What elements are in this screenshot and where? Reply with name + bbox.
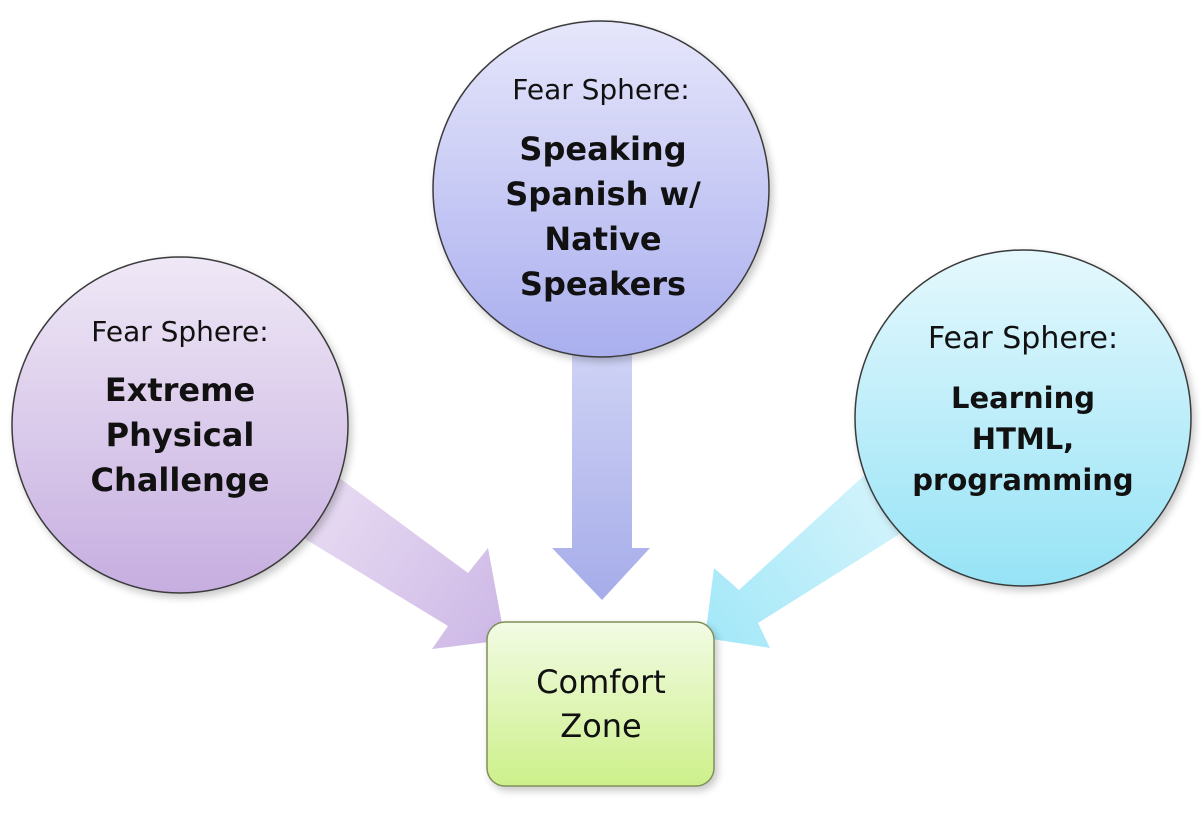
arrow-right-to-comfort-zone — [705, 470, 914, 648]
fear-sphere-top-circle — [432, 20, 770, 358]
fear-sphere-left-title-line-3: Challenge — [91, 461, 270, 499]
fear-sphere-right-title-line-2: HTML, — [972, 422, 1074, 456]
fear-sphere-left-title-line-1: Extreme — [105, 371, 255, 409]
comfort-zone-label-line-1: Comfort — [536, 663, 666, 701]
fear-sphere-top — [432, 20, 770, 358]
fear-sphere-top-title-line-2: Spanish w/ — [505, 175, 701, 213]
fear-sphere-right-circle — [854, 249, 1192, 587]
fear-sphere-right — [854, 249, 1192, 587]
fear-sphere-right-title-line-1: Learning — [951, 381, 1095, 415]
arrow-top-to-comfort-zone — [552, 330, 650, 600]
fear-sphere-top-title-line-1: Speaking — [519, 130, 686, 168]
comfort-zone — [486, 621, 715, 787]
fear-sphere-top-title-line-3: Native — [544, 220, 661, 258]
fear-sphere-left-title-line-2: Physical — [106, 416, 255, 454]
fear-sphere-right-label: Fear Sphere: — [928, 321, 1118, 356]
comfort-zone-box — [486, 621, 715, 787]
comfort-zone-label-line-2: Zone — [560, 707, 641, 745]
fear-sphere-left-label: Fear Sphere: — [91, 315, 268, 348]
fear-sphere-left — [11, 256, 349, 594]
fear-sphere-top-title-line-4: Speakers — [520, 265, 686, 303]
fear-sphere-right-title-line-3: programming — [912, 463, 1133, 497]
arrow-left-to-comfort-zone — [292, 474, 505, 649]
fear-sphere-top-label: Fear Sphere: — [512, 73, 689, 106]
fear-sphere-left-circle — [11, 256, 349, 594]
